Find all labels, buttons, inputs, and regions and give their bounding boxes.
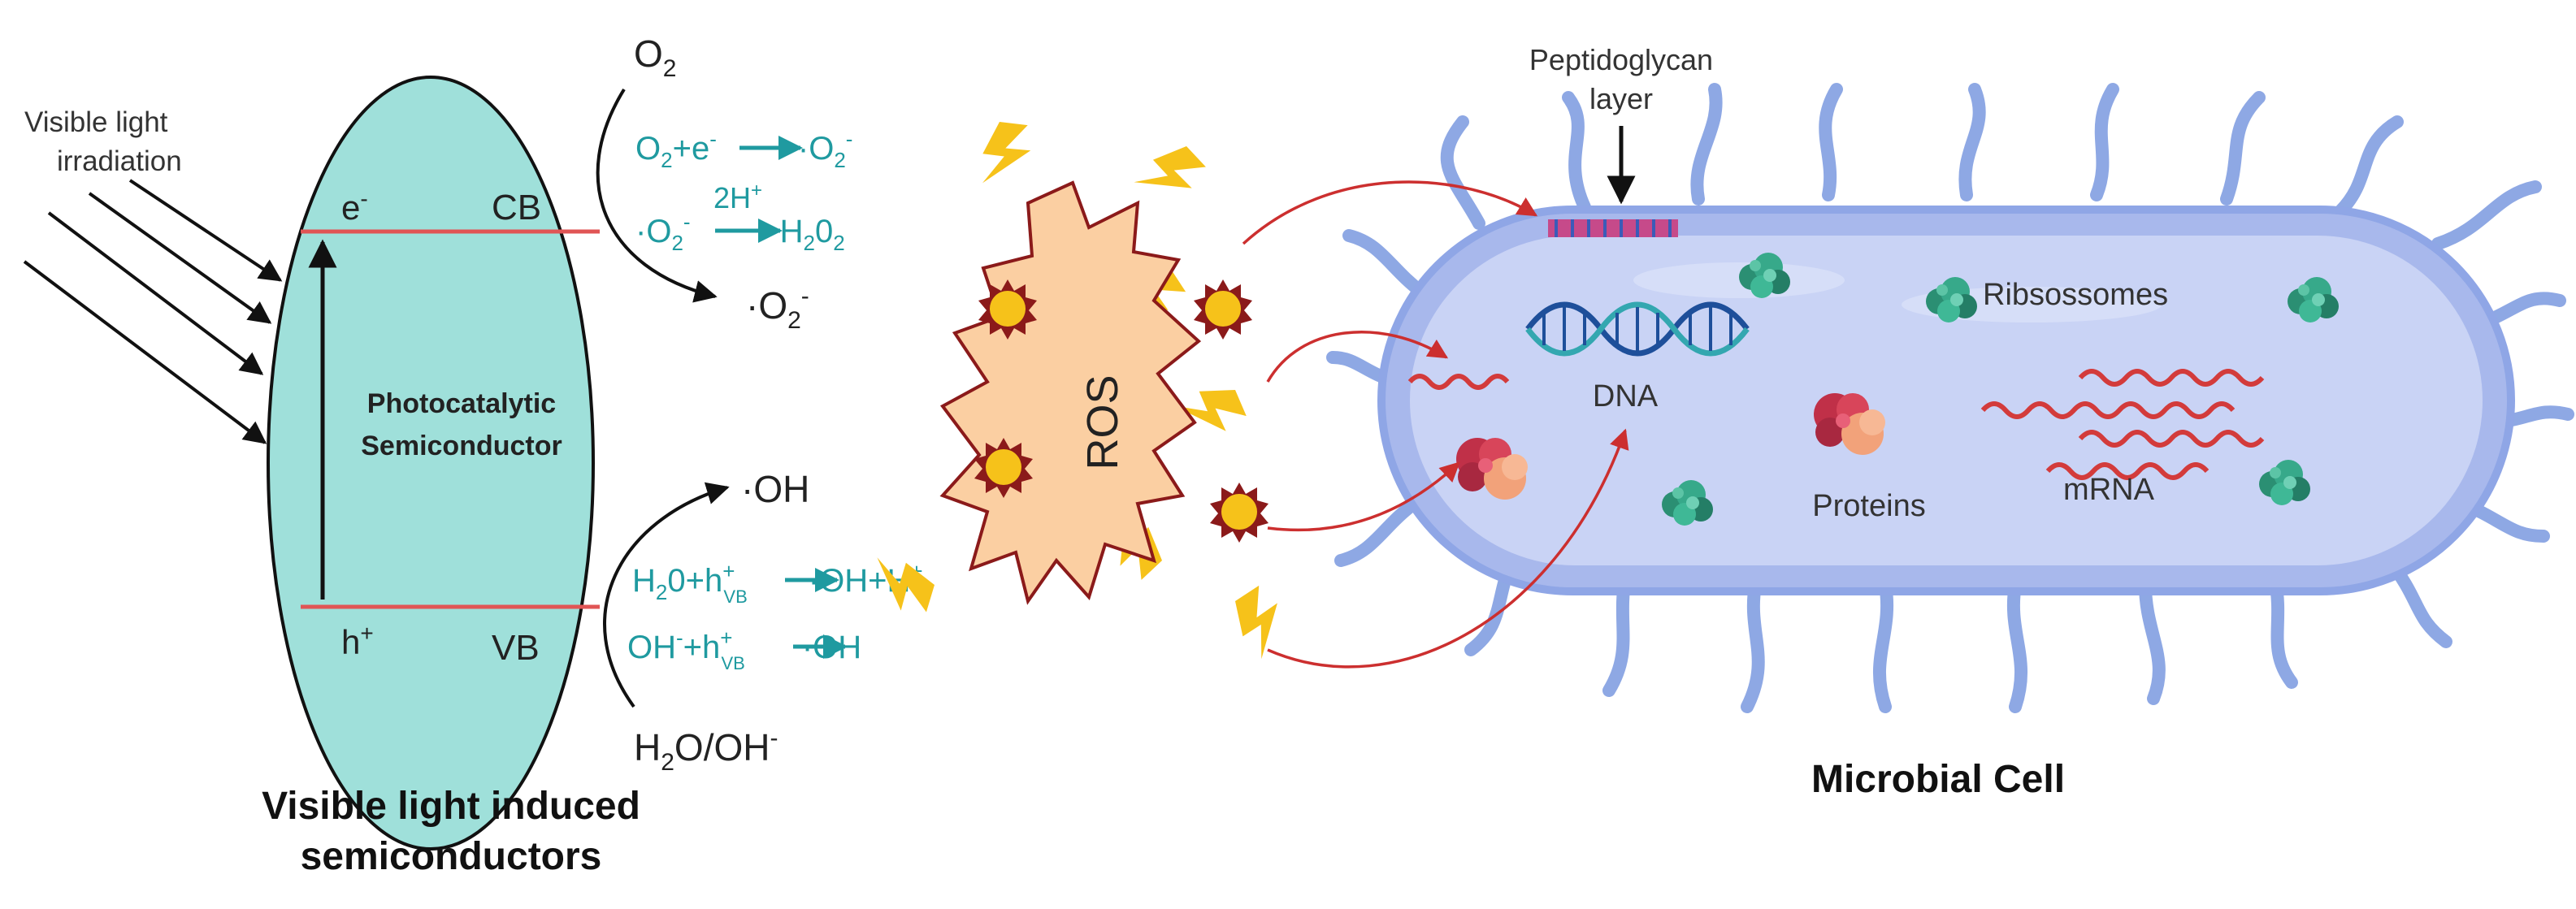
superoxide-product: ·O2- (746, 283, 809, 334)
ros-starburst (939, 180, 1202, 605)
o2-curve-arrow (596, 88, 718, 303)
oh-curve-arrow (603, 482, 730, 708)
dna-label: DNA (1593, 379, 1659, 413)
peptidoglycan-label-line2: layer (1589, 82, 1653, 115)
reaction-3: H20+h+VB·OH+H+ (632, 559, 923, 607)
semiconductor-caption-line2: semiconductors (301, 835, 602, 878)
ros-particle (1210, 483, 1268, 543)
light-label-line2: irradiation (57, 145, 182, 177)
vb-label: VB (492, 628, 540, 668)
cb-electron: e- (341, 186, 368, 227)
attack-arrow-mrna (1266, 331, 1449, 383)
semiconductor-panel: Visible light irradiation e- CB h+ VB Ph… (23, 76, 640, 878)
cell-caption: Microbial Cell (1811, 758, 2065, 801)
reactions-panel: O2 O2+e-·O2- 2H+ ·O2-H202 ·O2- ·OH H20+h… (596, 32, 923, 776)
center-label-line1: Photocatalytic (367, 388, 556, 419)
vb-hole: h+ (341, 621, 374, 661)
ros-burst: ROS (860, 114, 1294, 663)
center-label-line2: Semiconductor (361, 431, 562, 461)
proteins-label: Proteins (1812, 489, 1925, 523)
hydroxyl-product: ·OH (741, 468, 809, 510)
attack-arrow-protein (1267, 461, 1460, 532)
microbial-cell: Peptidoglycan layer DNA Ribsossomes Prot… (1326, 43, 2574, 801)
flagella (1326, 83, 2574, 713)
attack-arrow-dna (1267, 428, 1629, 669)
semiconductor-caption-line1: Visible light induced (262, 785, 640, 828)
cytoplasm-highlight (1633, 262, 1845, 298)
reaction-1: O2+e-·O2- (635, 127, 852, 172)
lightning-bolt (1228, 582, 1294, 663)
lightning-bolt (1129, 138, 1212, 212)
ribosomes-label: Ribsossomes (1983, 278, 2168, 312)
dna-helix (1525, 301, 1750, 357)
peptidoglycan-label-line1: Peptidoglycan (1529, 43, 1713, 76)
light-label-line1: Visible light (24, 106, 168, 138)
o2-reactant: O2 (634, 32, 676, 82)
water-hydroxide-reactant: H2O/OH- (634, 725, 778, 776)
reaction-2: ·O2-H202 (635, 210, 845, 255)
attack-arrow-peptidoglycan (1242, 180, 1538, 245)
lightning-bolt (973, 114, 1039, 195)
peptidoglycan-patch (1548, 219, 1678, 237)
mrna-strands (1407, 369, 2265, 480)
cell-cytoplasm (1410, 236, 2483, 565)
semiconductor-ellipse (267, 76, 595, 851)
mrna-label: mRNA (2063, 473, 2155, 507)
ros-particle (1194, 279, 1252, 340)
reaction-4: OH-+h+VB·OH (627, 625, 861, 673)
ros-label: ROS (1078, 374, 1127, 470)
cb-label: CB (492, 188, 541, 227)
light-rays (23, 179, 283, 444)
reaction-2-catalyst: 2H+ (713, 180, 762, 214)
attack-arrows (1242, 180, 1629, 669)
